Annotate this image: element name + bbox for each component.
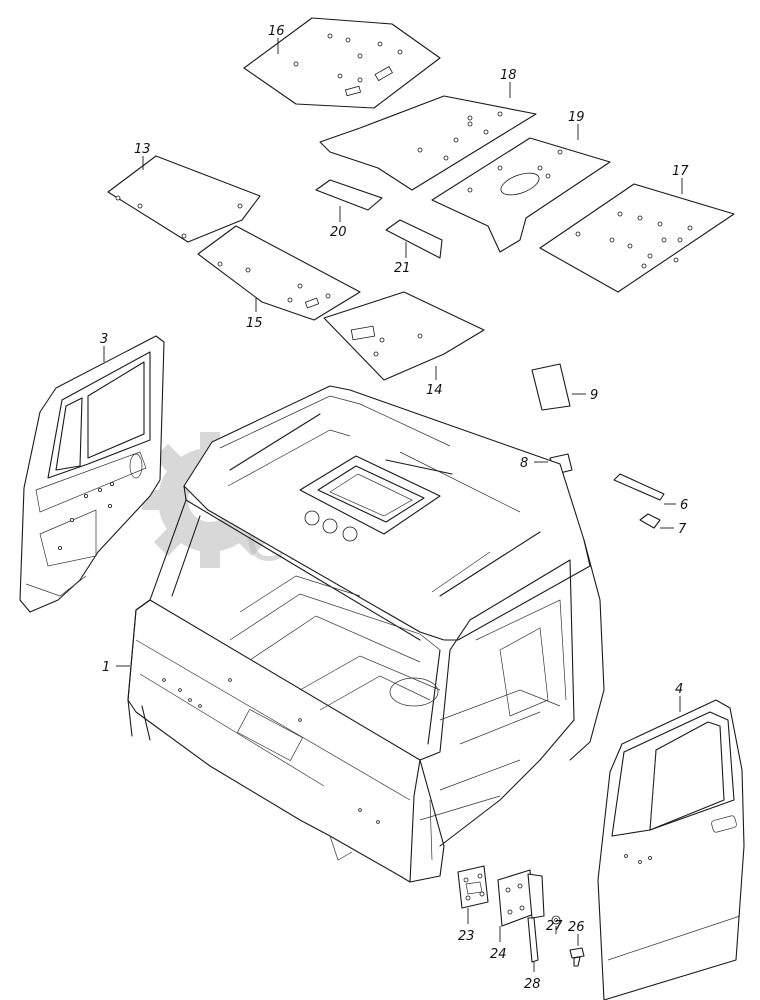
part-28-pin bbox=[527, 917, 539, 963]
part-24-hinge bbox=[497, 869, 545, 927]
panel-19 bbox=[431, 137, 611, 253]
label-26: 26 bbox=[568, 920, 585, 935]
panel-13 bbox=[107, 155, 261, 243]
panel-18 bbox=[319, 95, 537, 191]
label-9: 9 bbox=[590, 388, 598, 403]
panel-16 bbox=[243, 17, 441, 109]
panel-15 bbox=[197, 225, 361, 321]
label-19: 19 bbox=[568, 110, 585, 125]
part-27-washer bbox=[551, 915, 561, 925]
label-8: 8 bbox=[520, 456, 528, 471]
panel-21 bbox=[385, 219, 443, 259]
panel-20 bbox=[315, 179, 383, 211]
leader-lines bbox=[103, 38, 683, 972]
label-1: 1 bbox=[102, 660, 110, 675]
door-right bbox=[597, 699, 745, 1000]
strip-6 bbox=[613, 473, 665, 501]
label-3: 3 bbox=[100, 332, 108, 347]
label-21: 21 bbox=[394, 261, 411, 276]
label-18: 18 bbox=[500, 68, 517, 83]
strip-7 bbox=[639, 513, 661, 529]
panel-9 bbox=[531, 363, 571, 411]
label-20: 20 bbox=[330, 225, 347, 240]
part-23-plate bbox=[457, 865, 489, 909]
label-15: 15 bbox=[246, 316, 263, 331]
callout-labels: 16 18 19 17 13 20 21 15 14 3 9 8 6 7 1 4… bbox=[100, 24, 689, 992]
label-17: 17 bbox=[672, 164, 689, 179]
label-23: 23 bbox=[458, 929, 475, 944]
label-14: 14 bbox=[426, 383, 443, 398]
label-13: 13 bbox=[134, 142, 151, 157]
label-6: 6 bbox=[680, 498, 688, 513]
label-16: 16 bbox=[268, 24, 285, 39]
label-27: 27 bbox=[546, 919, 563, 934]
label-28: 28 bbox=[524, 977, 541, 992]
panel-14 bbox=[323, 291, 485, 381]
label-7: 7 bbox=[678, 522, 687, 537]
label-4: 4 bbox=[675, 682, 683, 697]
door-left bbox=[19, 335, 165, 613]
cab-body bbox=[127, 385, 605, 883]
label-24: 24 bbox=[490, 947, 507, 962]
part-26-bolt bbox=[569, 947, 585, 967]
panel-17 bbox=[539, 183, 735, 293]
roof-lights bbox=[304, 510, 358, 542]
